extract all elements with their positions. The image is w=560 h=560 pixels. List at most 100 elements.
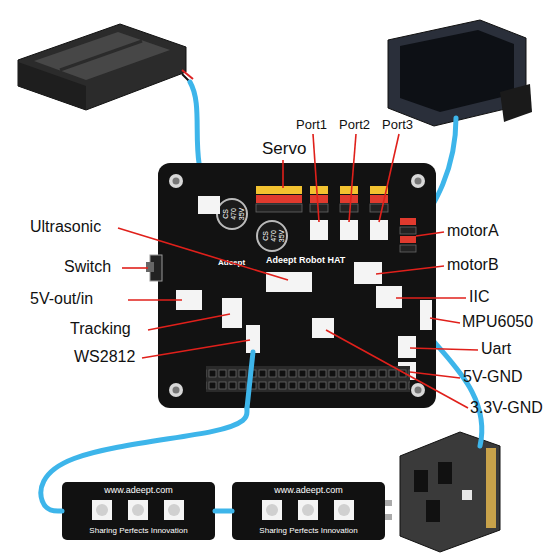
part-label: Servo — [262, 140, 306, 157]
mounting-hole — [169, 383, 183, 397]
power-pins — [256, 195, 302, 203]
connectors — [146, 196, 432, 380]
led-chip — [128, 500, 148, 520]
signal-pins — [370, 186, 388, 194]
capacitor-text: 470 — [270, 230, 277, 242]
led-chip — [334, 500, 354, 520]
ground-pins — [256, 204, 302, 212]
ground-pins — [370, 204, 388, 212]
mounting-holes — [169, 174, 425, 397]
led-lens — [338, 504, 350, 516]
battery-divider — [60, 41, 142, 70]
switch-slider — [146, 262, 154, 272]
part-label: MPU6050 — [462, 314, 533, 330]
gpio-header — [206, 366, 410, 392]
cable-connector — [215, 509, 232, 514]
led-lens — [266, 504, 278, 516]
motor-pin — [400, 245, 416, 252]
servo-header — [256, 186, 388, 212]
power-pins — [310, 195, 328, 203]
part-label: 5V-out/in — [30, 291, 93, 307]
leader-line — [410, 348, 478, 350]
led-chip — [298, 500, 318, 520]
strip-terminal — [385, 500, 392, 506]
battery-connector — [198, 196, 220, 214]
ultrasonic-connector — [266, 272, 312, 292]
leader-line — [142, 340, 250, 358]
part-label: WS2812 — [74, 349, 135, 365]
leader-lines — [118, 134, 478, 408]
power-33-connector — [312, 318, 334, 338]
leader-line — [416, 232, 444, 236]
led-lens — [96, 504, 108, 516]
port-connectors — [310, 220, 388, 240]
mpu6050-connector — [420, 300, 432, 330]
capacitor — [217, 199, 247, 229]
motor-a-header — [400, 218, 416, 252]
port-label: Port3 — [382, 118, 413, 131]
capacitor-text: CS — [222, 209, 229, 219]
capacitors — [217, 199, 287, 251]
capacitor-text: 35V — [278, 230, 285, 242]
port-connector — [310, 220, 328, 240]
power-connector — [176, 290, 202, 310]
capacitor-text: 470 — [230, 208, 237, 220]
oled-screen — [400, 30, 514, 112]
battery-front-face — [18, 62, 86, 110]
hole-center — [415, 178, 422, 185]
battery-holder-body — [18, 24, 186, 110]
mounting-hole — [411, 174, 425, 188]
led-strip: www.adeept.comSharing Perfects Innovatio… — [232, 482, 385, 540]
signal-pins — [310, 186, 328, 194]
led-strip-parts — [92, 500, 392, 520]
iic-connector — [376, 286, 402, 308]
tracking-sensor — [426, 500, 440, 522]
leader-line — [148, 314, 230, 330]
leader-line — [379, 134, 399, 222]
tracking-pins — [486, 448, 496, 528]
leader-line — [430, 318, 460, 323]
tracking-chip — [462, 490, 472, 500]
strip-terminal — [385, 514, 392, 520]
leader-line — [313, 134, 319, 222]
motor-pin — [400, 218, 416, 225]
uart-connector — [398, 336, 416, 358]
leader-line — [118, 228, 288, 280]
leader-line — [349, 134, 356, 222]
led-chip — [262, 500, 282, 520]
part-label: Ultrasonic — [30, 219, 101, 235]
ground-pins — [340, 204, 358, 212]
ws2812-connector — [246, 325, 260, 353]
battery-holder — [18, 24, 193, 110]
oled-display — [388, 20, 532, 126]
ground-pins — [310, 204, 328, 212]
motor-b-connector — [354, 262, 382, 284]
part-label: motorB — [447, 257, 499, 273]
mounting-hole — [411, 383, 425, 397]
led-chip — [164, 500, 184, 520]
board-title: Adeept Robot HAT — [266, 256, 345, 265]
strip-slogan: Sharing Perfects Innovation — [232, 527, 385, 535]
port-label: Port2 — [339, 118, 370, 131]
part-label: 5V-GND — [463, 369, 523, 385]
signal-pins — [340, 186, 358, 194]
part-label: Tracking — [70, 321, 131, 337]
part-label: motorA — [447, 223, 499, 239]
part-label: Uart — [481, 341, 511, 357]
leader-line — [396, 297, 466, 299]
power-5v-connector — [398, 362, 416, 380]
gpio-pins — [206, 366, 410, 392]
leader-line — [376, 266, 444, 274]
led-lens — [302, 504, 314, 516]
power-pins — [370, 195, 388, 203]
tracking-connector — [222, 298, 242, 328]
led-strip: www.adeept.comSharing Perfects Innovatio… — [62, 482, 215, 540]
mounting-hole — [169, 174, 183, 188]
tracking-sensor — [414, 470, 428, 492]
led-lens — [132, 504, 144, 516]
leader-line — [410, 372, 460, 378]
leader-line — [326, 330, 468, 408]
